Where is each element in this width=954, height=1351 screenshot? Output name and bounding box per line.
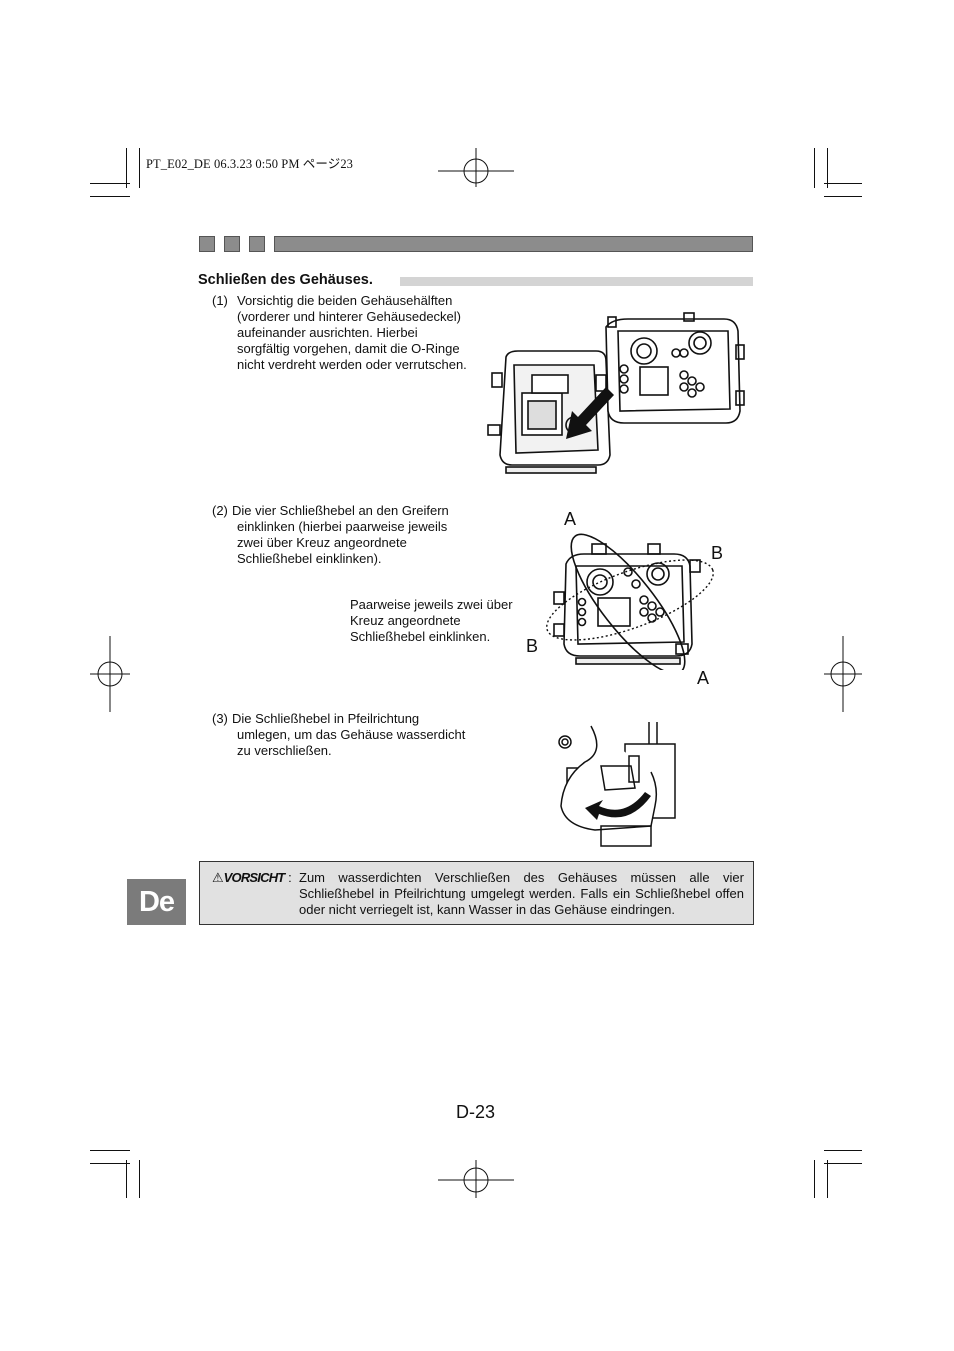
label-a-bottom: A: [697, 668, 710, 688]
step-1: (1) Vorsichtig die beiden Gehäusehälften…: [212, 293, 492, 377]
header-square: [249, 236, 265, 252]
lever-closing-illustration: [558, 722, 676, 847]
label-a-top: A: [564, 509, 577, 529]
warning-icon: ⚠: [212, 870, 224, 885]
print-slug: PT_E02_DE 06.3.23 0:50 PM ページ23: [146, 157, 354, 171]
housing-joining-illustration: [487, 312, 745, 474]
step-text: umlegen, um das Gehäuse wasserdicht zu v…: [237, 727, 466, 758]
caution-title: VORSICHT: [223, 870, 286, 885]
caution-label: ⚠VORSICHT :: [212, 870, 292, 886]
step-text-first-line: Die Schließhebel in Pfeilrichtung: [232, 711, 420, 726]
language-tab: De: [127, 879, 186, 925]
step-number: (1): [212, 293, 228, 308]
step-text: einklinken (hierbei paarweise jeweils zw…: [237, 519, 448, 566]
caution-colon: :: [288, 870, 292, 885]
latch-pairs-illustration: [546, 533, 714, 670]
step-3: (3) Die Schließhebel in Pfeilrichtung um…: [212, 711, 482, 761]
section-heading: Schließen des Gehäuses.: [198, 272, 373, 288]
step-text-first-line: Die vier Schließhebel an den Greifern: [232, 503, 449, 518]
step-text: Vorsichtig die beiden Gehäusehälften (vo…: [237, 293, 467, 372]
step-2: (2) Die vier Schließhebel an den Greifer…: [212, 503, 482, 569]
caution-text: Zum wasserdichten Verschließen des Gehäu…: [299, 870, 744, 917]
label-b-right: B: [711, 543, 724, 563]
header-long-bar: [274, 236, 753, 252]
page-number: D-23: [456, 1102, 496, 1122]
header-square: [199, 236, 215, 252]
label-b-left: B: [526, 636, 539, 656]
header-square: [224, 236, 240, 252]
caution-box: ⚠VORSICHT : Zum wasserdichten Verschließ…: [199, 861, 754, 925]
figure-2-note: Paarweise jeweils zwei über Kreuz angeor…: [350, 597, 513, 644]
step-number: (3): [212, 711, 228, 726]
heading-rule: [400, 277, 753, 286]
step-number: (2): [212, 503, 228, 518]
